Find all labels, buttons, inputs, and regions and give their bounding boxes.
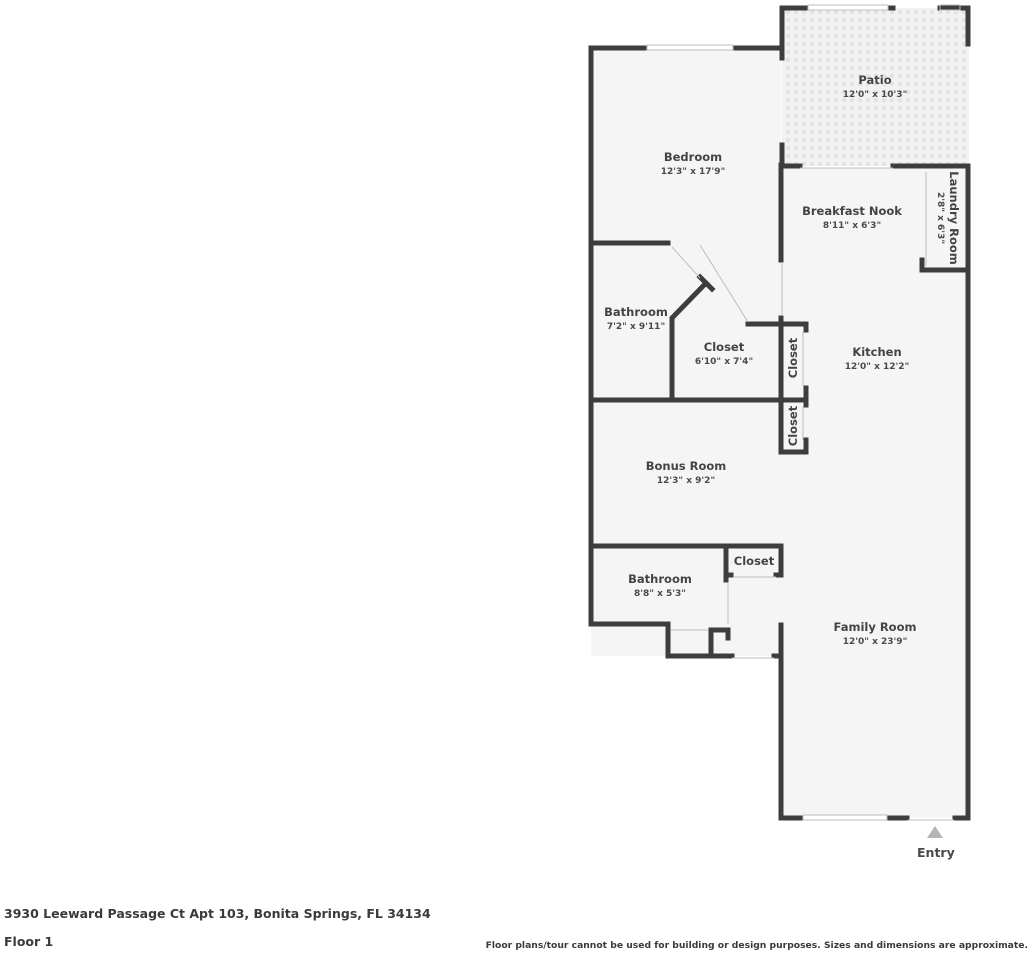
svg-text:2'8" x 6'3": 2'8" x 6'3": [935, 192, 945, 244]
bedroom-floor: [591, 50, 781, 400]
room-label-closet-1: Closet 6'10" x 7'4": [695, 340, 753, 367]
svg-text:Bedroom: Bedroom: [664, 150, 722, 164]
room-label-closet-4: Closet: [734, 554, 775, 568]
entry-label: Entry: [917, 845, 955, 860]
bonus-floor: [591, 400, 783, 546]
svg-text:Closet: Closet: [704, 340, 745, 354]
room-label-closet-2: Closet: [786, 337, 800, 378]
svg-text:Patio: Patio: [858, 73, 891, 87]
room-label-closet-3: Closet: [786, 405, 800, 446]
property-address: 3930 Leeward Passage Ct Apt 103, Bonita …: [4, 906, 431, 921]
svg-text:Bathroom: Bathroom: [604, 305, 668, 319]
svg-text:12'3" x 17'9": 12'3" x 17'9": [661, 167, 726, 177]
svg-text:12'3" x 9'2": 12'3" x 9'2": [657, 476, 715, 486]
svg-text:8'8" x 5'3": 8'8" x 5'3": [634, 589, 686, 599]
svg-text:8'11" x 6'3": 8'11" x 6'3": [823, 221, 881, 231]
room-label-bathroom-2: Bathroom 8'8" x 5'3": [628, 572, 692, 599]
svg-text:Bathroom: Bathroom: [628, 572, 692, 586]
svg-text:Bonus Room: Bonus Room: [646, 459, 727, 473]
svg-text:Closet: Closet: [786, 405, 800, 446]
svg-text:12'0" x 10'3": 12'0" x 10'3": [843, 90, 908, 100]
svg-text:7'2" x 9'11": 7'2" x 9'11": [607, 322, 665, 332]
floor-label: Floor 1: [4, 934, 54, 949]
room-label-family-room: Family Room 12'0" x 23'9": [834, 620, 917, 647]
entry-arrow-icon: [927, 826, 943, 838]
room-label-breakfast-nook: Breakfast Nook 8'11" x 6'3": [802, 204, 902, 231]
svg-text:Family Room: Family Room: [834, 620, 917, 634]
room-label-kitchen: Kitchen 12'0" x 12'2": [845, 345, 910, 372]
walls: [588, 5, 971, 821]
room-label-bathroom-1: Bathroom 7'2" x 9'11": [604, 305, 668, 332]
svg-text:Closet: Closet: [734, 554, 775, 568]
windows: [646, 4, 961, 821]
main-floor: [781, 168, 969, 818]
room-label-laundry-room: Laundry Room 2'8" x 6'3": [935, 171, 961, 265]
svg-text:Kitchen: Kitchen: [852, 345, 901, 359]
patio-floor: [782, 8, 969, 166]
room-label-patio: Patio 12'0" x 10'3": [843, 73, 908, 100]
svg-text:Closet: Closet: [786, 337, 800, 378]
bath2-floor: [591, 546, 781, 656]
svg-text:6'10" x 7'4": 6'10" x 7'4": [695, 357, 753, 367]
svg-text:12'0" x 23'9": 12'0" x 23'9": [843, 637, 908, 647]
room-label-bedroom: Bedroom 12'3" x 17'9": [661, 150, 726, 177]
svg-text:Laundry Room: Laundry Room: [947, 171, 961, 265]
room-label-bonus-room: Bonus Room 12'3" x 9'2": [646, 459, 727, 486]
disclaimer: Floor plans/tour cannot be used for buil…: [485, 940, 1028, 951]
svg-text:12'0" x 12'2": 12'0" x 12'2": [845, 362, 910, 372]
svg-text:Breakfast Nook: Breakfast Nook: [802, 204, 902, 218]
